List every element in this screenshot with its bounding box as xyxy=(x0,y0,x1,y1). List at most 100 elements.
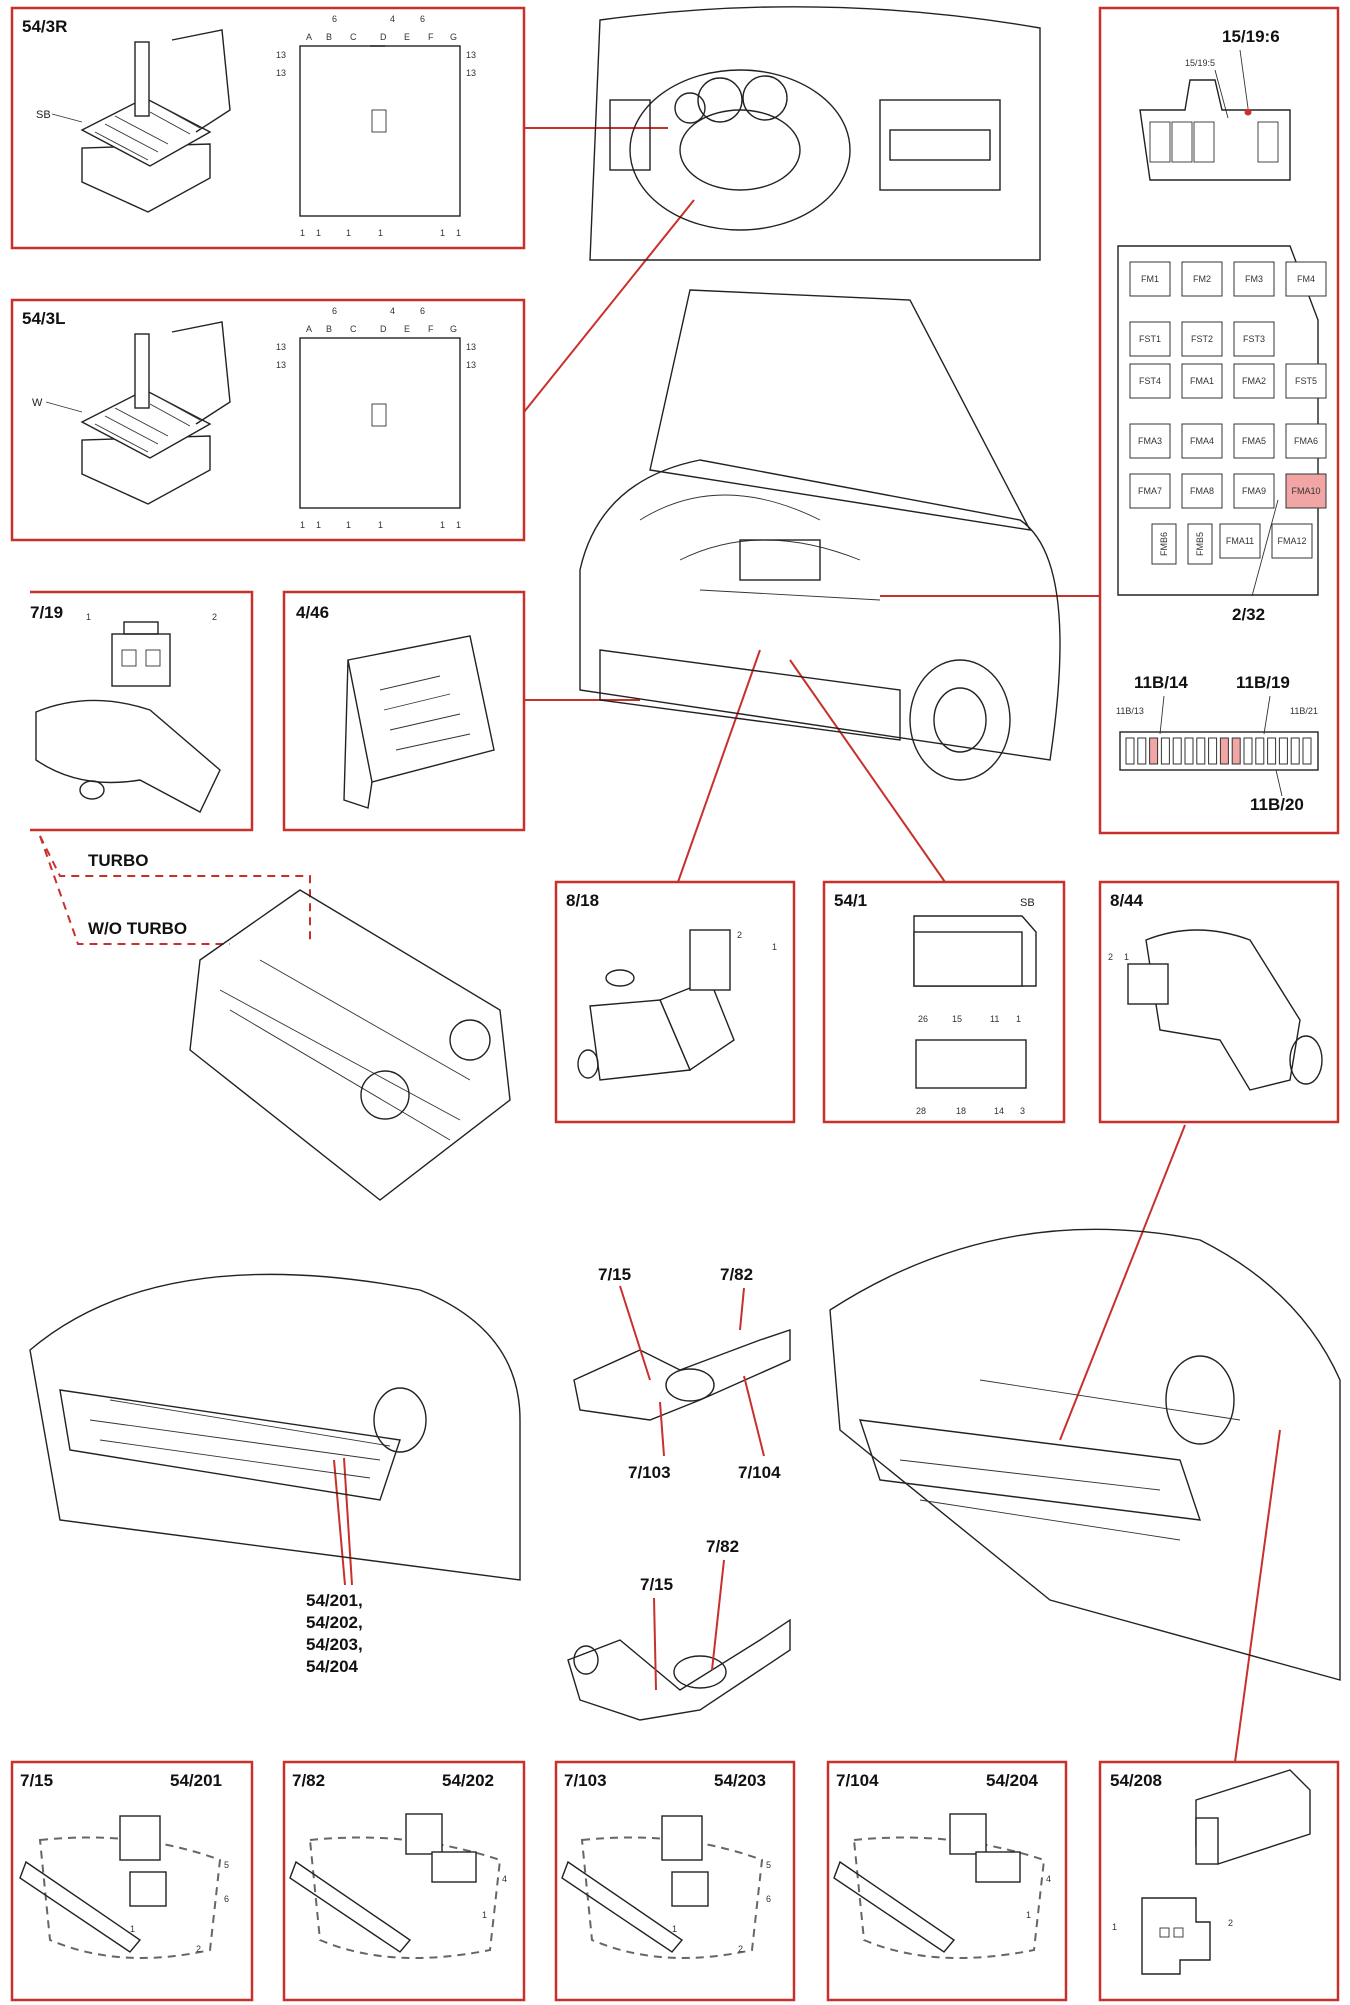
fuse-slot xyxy=(1285,261,1327,297)
svg-text:A: A xyxy=(306,32,312,42)
connector-strip xyxy=(1125,737,1312,765)
svg-text:54/201: 54/201 xyxy=(170,1771,222,1790)
svg-text:6: 6 xyxy=(332,14,337,24)
svg-text:E: E xyxy=(404,324,410,334)
svg-text:2: 2 xyxy=(212,612,217,622)
svg-text:13: 13 xyxy=(276,342,286,352)
pin-layout-54-3l: A B C D E F G 6 4 6 13 13 13 13 1 1 1 1 … xyxy=(276,306,476,530)
leader-lines xyxy=(333,127,1281,1763)
box-4-46-title: 4/46 xyxy=(296,603,329,622)
svg-text:B: B xyxy=(326,324,332,334)
svg-text:1: 1 xyxy=(300,520,305,530)
svg-text:1: 1 xyxy=(456,520,461,530)
svg-text:1: 1 xyxy=(378,228,383,238)
fuse-label: FST4 xyxy=(1139,376,1161,386)
svg-text:6: 6 xyxy=(420,14,425,24)
fuse-label: FMA10 xyxy=(1291,486,1320,496)
svg-text:1: 1 xyxy=(346,520,351,530)
box-54-3r: 54/3R SB A B C D E F G 6 4 6 13 13 13 13 xyxy=(10,6,526,250)
svg-text:2: 2 xyxy=(196,1944,201,1954)
catalyst-illustration-2: 7/82 7/15 xyxy=(567,1537,791,1721)
fuse-slot xyxy=(1187,523,1213,565)
svg-text:54/204: 54/204 xyxy=(986,1771,1039,1790)
svg-text:4: 4 xyxy=(390,306,395,316)
box-7-82: 7/82 54/202 4 1 xyxy=(282,1760,526,2002)
connector-slot xyxy=(1160,737,1170,765)
box-54-1-title: 54/1 xyxy=(834,891,867,910)
box-54-3l-part: W xyxy=(32,397,43,409)
box-4-46: 4/46 xyxy=(282,590,526,832)
fuse-label: FMA5 xyxy=(1242,436,1266,446)
svg-text:7/103: 7/103 xyxy=(628,1463,671,1482)
svg-text:54/203,: 54/203, xyxy=(306,1635,363,1654)
fuse-slot xyxy=(1233,321,1275,357)
box-54-208: 54/208 1 2 xyxy=(1098,1760,1340,2002)
svg-text:1: 1 xyxy=(1026,1910,1031,1920)
fuse-slot xyxy=(1285,473,1327,509)
svg-text:1: 1 xyxy=(300,228,305,238)
svg-text:26: 26 xyxy=(918,1014,928,1024)
svg-text:7/15: 7/15 xyxy=(640,1575,673,1594)
svg-text:13: 13 xyxy=(276,360,286,370)
engine-top-illustration xyxy=(189,889,511,1201)
fuse-label: FMA6 xyxy=(1294,436,1318,446)
svg-text:2: 2 xyxy=(737,930,742,940)
fuse-label: FMA12 xyxy=(1277,536,1306,546)
box-54-1-part: SB xyxy=(1020,897,1035,909)
dashboard-illustration xyxy=(589,6,1041,261)
svg-text:11: 11 xyxy=(990,1014,999,1024)
box-54-3r-title: 54/3R xyxy=(22,17,67,36)
box-8-18: 8/18 2 1 xyxy=(554,880,796,1124)
svg-text:C: C xyxy=(350,324,357,334)
svg-text:1: 1 xyxy=(86,612,91,622)
svg-text:13: 13 xyxy=(276,50,286,60)
svg-text:F: F xyxy=(428,32,434,42)
svg-text:54/208: 54/208 xyxy=(1110,1771,1162,1790)
svg-text:1: 1 xyxy=(672,1924,677,1934)
connector-slot xyxy=(1219,737,1229,765)
svg-text:B: B xyxy=(326,32,332,42)
box-54-3l: 54/3L W A B C D E F G 6 4 6 13 13 13 13 xyxy=(10,298,526,542)
fuse-slot xyxy=(1129,321,1171,357)
svg-text:7/82: 7/82 xyxy=(706,1537,739,1556)
relay-block-illustration xyxy=(80,29,231,213)
svg-text:1: 1 xyxy=(440,520,445,530)
box-8-44-title: 8/44 xyxy=(1110,891,1144,910)
fuse-slot xyxy=(1233,473,1275,509)
connector-slot xyxy=(1302,737,1312,765)
fuse-label: FMA11 xyxy=(1226,536,1254,546)
fuse-slot xyxy=(1129,261,1171,297)
fuse-slot xyxy=(1271,523,1313,559)
fuse-label: FM2 xyxy=(1193,274,1211,284)
svg-text:4: 4 xyxy=(390,14,395,24)
svg-text:A: A xyxy=(306,324,312,334)
svg-text:6: 6 xyxy=(224,1894,229,1904)
svg-text:1: 1 xyxy=(482,1910,487,1920)
fuse-label: FMA7 xyxy=(1138,486,1162,496)
svg-text:1: 1 xyxy=(346,228,351,238)
fuse-label: FMA9 xyxy=(1242,486,1266,496)
connector-slot xyxy=(1267,737,1277,765)
svg-text:G: G xyxy=(450,324,457,334)
svg-text:14: 14 xyxy=(994,1106,1004,1116)
conn-label-11b-14: 11B/14 xyxy=(1134,673,1188,692)
fuse-label: FMA3 xyxy=(1138,436,1162,446)
fuse-label: FM4 xyxy=(1297,274,1315,284)
svg-text:1: 1 xyxy=(440,228,445,238)
connector-slot xyxy=(1125,737,1135,765)
connector-slot xyxy=(1255,737,1265,765)
relay-title: 15/19:6 xyxy=(1222,27,1280,46)
svg-text:15: 15 xyxy=(952,1014,962,1024)
fuse-label: FST1 xyxy=(1139,334,1161,344)
fuse-slot xyxy=(1181,261,1223,297)
fuse-slot xyxy=(1233,363,1275,399)
front-underside-illustration xyxy=(29,1273,521,1581)
svg-text:4: 4 xyxy=(1046,1874,1051,1884)
connector-slot xyxy=(1208,737,1218,765)
box-54-3l-title: 54/3L xyxy=(22,309,65,328)
fuse-slot xyxy=(1181,321,1223,357)
svg-text:13: 13 xyxy=(466,68,476,78)
